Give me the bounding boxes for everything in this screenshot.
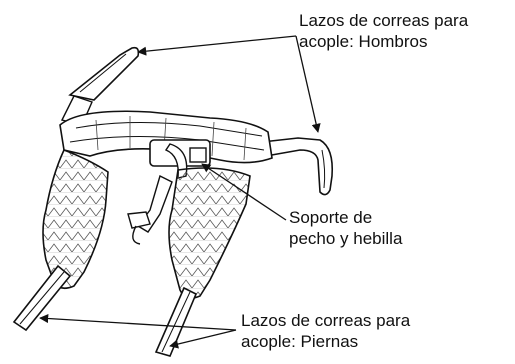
arrow-to-left-shoulder-loop (137, 35, 297, 56)
shoulder-loops-label: Lazos de correas para acople: Hombros (299, 10, 468, 52)
shoulder-loops-label-line1: Lazos de correas para (299, 11, 469, 30)
chest-support-label: Soporte de pecho y hebilla (289, 207, 402, 249)
chest-support-label-line1: Soporte de (289, 208, 373, 227)
arrow-to-left-leg-loop (39, 313, 237, 331)
right-leg-section (154, 167, 251, 357)
leg-loops-label-line2: acople: Piernas (241, 332, 359, 351)
chest-support-label-line2: pecho y hebilla (289, 229, 403, 248)
arrow-to-right-shoulder-loop (295, 35, 321, 133)
leg-loops-label-line1: Lazos de correas para (241, 311, 411, 330)
right-shoulder-strap-loop (260, 137, 334, 196)
arrow-to-chest-buckle (201, 163, 287, 221)
arrow-to-right-leg-loop (169, 329, 237, 349)
left-leg-section (12, 148, 109, 332)
shoulder-loops-label-line2: acople: Hombros (299, 32, 428, 51)
leader-arrows (39, 35, 321, 349)
leg-loops-label: Lazos de correas para acople: Piernas (241, 310, 410, 352)
